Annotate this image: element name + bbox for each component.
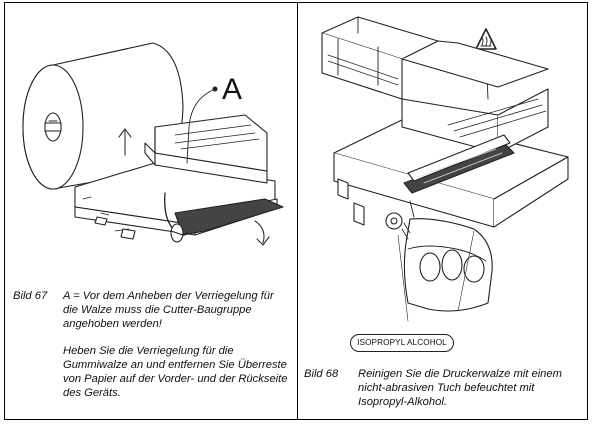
figure-68-number: Bild 68: [304, 368, 339, 380]
figure-67-panel: A Bild 67 A = Vor dem Anheben der Verrie…: [5, 3, 297, 419]
figure-68-illustration: [321, 16, 569, 322]
figure-67-illustration: [22, 42, 284, 246]
platen-roller: [403, 134, 515, 194]
figure-68-panel: ISOPROPYL ALCOHOL Bild 68 Reinigen Sie d…: [298, 3, 588, 419]
figure-68-text: Reinigen Sie die Druckerwalze mit einem …: [358, 368, 562, 409]
manual-page: A Bild 67 A = Vor dem Anheben der Verrie…: [4, 2, 588, 420]
panel-divider: [297, 3, 298, 419]
isopropyl-alcohol-label: ISOPROPYL ALCOHOL: [350, 334, 454, 352]
figure-67-paragraph-2: Heben Sie die Verriegelung für die Gummi…: [63, 344, 288, 400]
cleaning-hand: [397, 218, 493, 322]
callout-label-a: A: [222, 73, 243, 106]
figure-67-number: Bild 67: [13, 290, 48, 302]
figure-67-paragraph-1: A = Vor dem Anheben der Verriegelung für…: [63, 290, 274, 331]
